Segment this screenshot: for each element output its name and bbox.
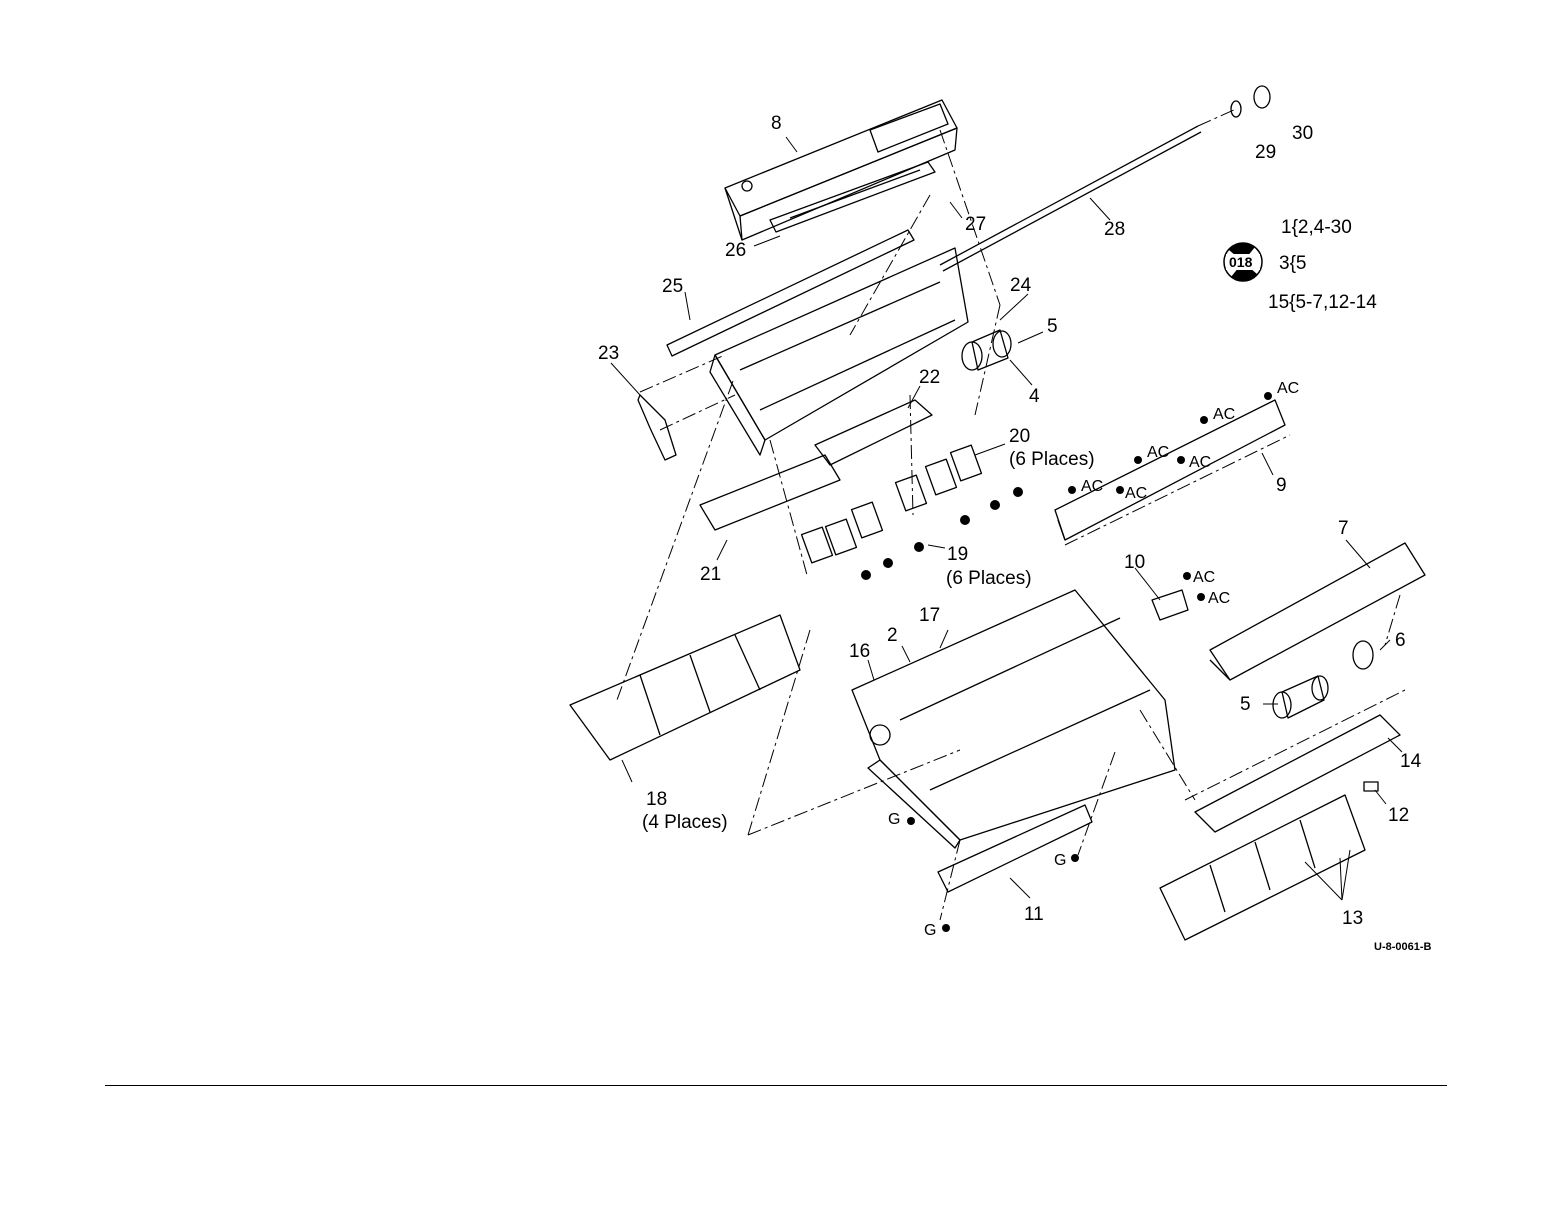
kit-legend-line-2: 3{5 xyxy=(1279,253,1306,274)
part-27-clip xyxy=(742,181,752,191)
part-24-upper-frame xyxy=(710,248,968,455)
fastener-g-2: G xyxy=(1054,852,1066,870)
callout-9: 9 xyxy=(1276,475,1287,496)
callout-23: 23 xyxy=(598,343,619,364)
callout-25: 25 xyxy=(662,276,683,297)
part-26-strip xyxy=(770,162,935,232)
callout-27: 27 xyxy=(965,214,986,235)
part-2-main-frame xyxy=(852,590,1175,848)
callout-7: 7 xyxy=(1338,518,1349,539)
callout-26: 26 xyxy=(725,240,746,261)
part-13-guides xyxy=(1160,795,1365,940)
part-21-plate xyxy=(700,455,840,530)
callout-14: 14 xyxy=(1400,751,1421,772)
callout-8: 8 xyxy=(771,113,782,134)
callout-17: 17 xyxy=(919,605,940,626)
kit-symbol-text: 018 xyxy=(1229,253,1252,271)
callout-20: 20 xyxy=(1009,426,1030,447)
part-10-bracket xyxy=(1152,590,1188,620)
callout-4: 4 xyxy=(1029,386,1040,407)
callout-6: 6 xyxy=(1395,630,1406,651)
callout-11: 11 xyxy=(1024,904,1044,925)
fastener-g-3: G xyxy=(924,922,936,940)
part-29-bearing xyxy=(1231,101,1241,117)
callout-18: 18 xyxy=(646,789,667,810)
callout-28: 28 xyxy=(1104,219,1125,240)
part-30-gear xyxy=(1254,86,1270,108)
part-5-motor-lower xyxy=(1273,676,1328,718)
fastener-ac-8: AC xyxy=(1208,590,1230,608)
callout-20-note: (6 Places) xyxy=(1009,449,1095,470)
part-22-plate xyxy=(815,400,932,465)
callout-22: 22 xyxy=(919,367,940,388)
callout-29: 29 xyxy=(1255,142,1276,163)
callout-2: 2 xyxy=(887,625,898,646)
part-18-guides xyxy=(570,615,800,760)
callout-10: 10 xyxy=(1124,552,1145,573)
fastener-ac-7: AC xyxy=(1193,569,1215,587)
fastener-dots xyxy=(861,392,1272,932)
part-7-cover xyxy=(1210,543,1425,680)
callout-21: 21 xyxy=(700,564,721,585)
part-23-bracket xyxy=(638,395,676,460)
callout-5-upper: 5 xyxy=(1047,316,1058,337)
fastener-g-1: G xyxy=(888,811,900,829)
fastener-ac-5: AC xyxy=(1081,478,1103,496)
fastener-ac-6: AC xyxy=(1125,485,1147,503)
fastener-ac-3: AC xyxy=(1147,444,1169,462)
part-6-gear xyxy=(1353,641,1373,669)
fastener-ac-1: AC xyxy=(1277,380,1299,398)
callout-13: 13 xyxy=(1342,908,1363,929)
part-11-plate xyxy=(938,805,1092,892)
part-8-cover xyxy=(725,100,957,240)
callout-30: 30 xyxy=(1292,123,1313,144)
callout-24: 24 xyxy=(1010,275,1031,296)
page-divider xyxy=(105,1085,1447,1086)
part-28-shaft xyxy=(940,126,1201,271)
fastener-ac-2: AC xyxy=(1213,406,1235,424)
part-14-assembly xyxy=(1195,715,1400,832)
callout-19: 19 xyxy=(947,544,968,565)
callout-18-note: (4 Places) xyxy=(642,812,728,833)
kit-legend-line-1: 1{2,4-30 xyxy=(1281,217,1352,238)
part-9-plate xyxy=(1055,400,1285,540)
callout-19-note: (6 Places) xyxy=(946,568,1032,589)
callout-12: 12 xyxy=(1388,805,1409,826)
callout-16: 16 xyxy=(849,641,870,662)
callout-5-lower: 5 xyxy=(1240,694,1251,715)
drawing-code: U-8-0061-B xyxy=(1374,941,1431,953)
part-25-rail xyxy=(667,230,914,356)
part-12-small-part xyxy=(1364,782,1378,791)
kit-legend-line-3: 15{5-7,12-14 xyxy=(1268,292,1377,313)
fastener-ac-4: AC xyxy=(1189,454,1211,472)
